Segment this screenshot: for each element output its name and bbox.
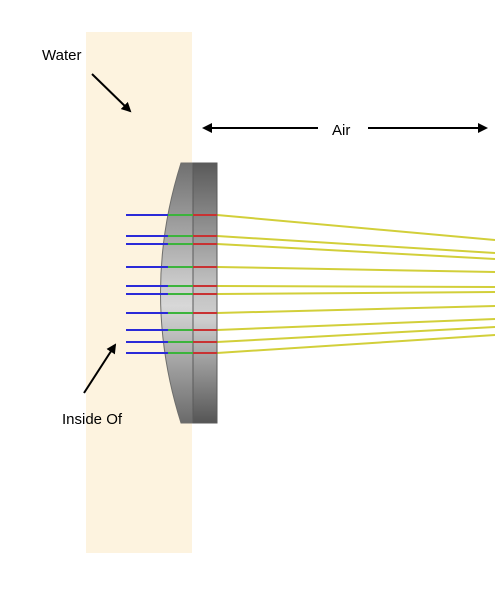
inside-arrow (83, 343, 117, 394)
outgoing-ray (216, 266, 495, 273)
outgoing-ray (216, 305, 495, 314)
outgoing-ray (216, 285, 495, 288)
lens-front-rays (168, 214, 193, 354)
outgoing-ray (216, 214, 495, 241)
outgoing-ray (216, 235, 495, 254)
air-label: Air (332, 122, 350, 139)
water-arrow (91, 73, 132, 113)
outgoing-ray (216, 334, 495, 354)
outgoing-rays (216, 214, 495, 354)
outgoing-ray (216, 318, 495, 331)
outgoing-ray (216, 326, 495, 343)
outgoing-ray (216, 243, 495, 260)
incoming-rays (126, 214, 168, 354)
lens-back-rays (193, 214, 217, 354)
water-label: Water (42, 47, 81, 64)
outgoing-ray (216, 291, 495, 295)
inside-label: Inside Of (62, 411, 123, 428)
